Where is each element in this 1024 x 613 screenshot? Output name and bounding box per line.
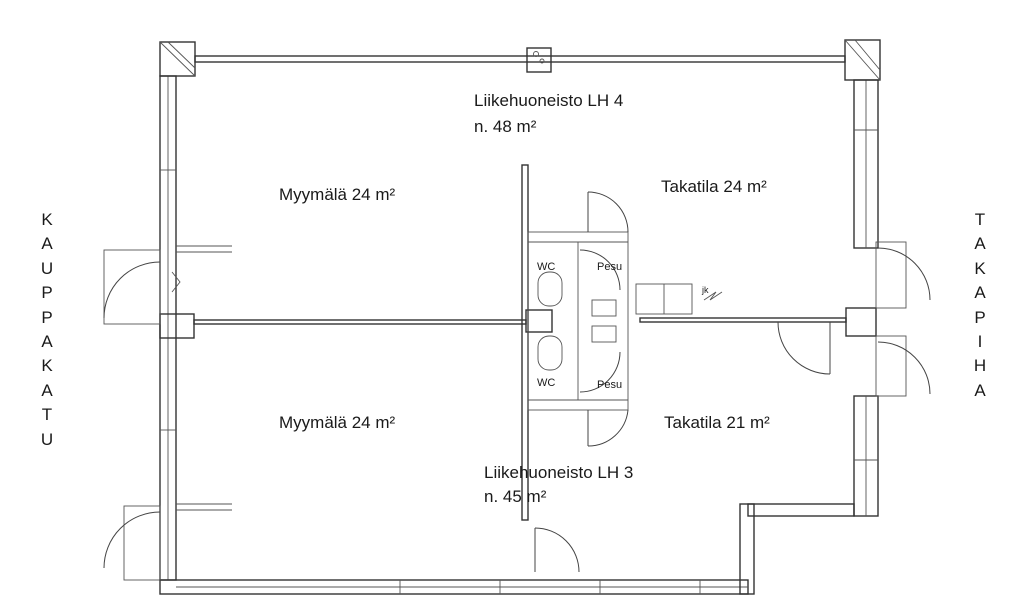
corner-columns — [159, 39, 881, 339]
lh4-name: Liikehuoneisto LH 4 — [474, 91, 623, 110]
lh4-area: n. 48 m² — [474, 117, 537, 136]
jk-label: jk — [701, 285, 709, 295]
outer-walls — [159, 55, 879, 595]
shop-lower-label: Myymälä 24 m² — [279, 413, 396, 432]
lh3-name: Liikehuoneisto LH 3 — [484, 463, 633, 482]
doors — [103, 191, 931, 581]
back-lower-label: Takatila 21 m² — [664, 413, 770, 432]
lh3-area: n. 45 m² — [484, 487, 547, 506]
wash-upper-label: Pesu — [597, 261, 622, 273]
shop-upper-label: Myymälä 24 m² — [279, 185, 396, 204]
windows — [160, 129, 878, 594]
wash-lower-label: Pesu — [597, 379, 622, 391]
left-street-label: K A U P P A K A T U — [40, 210, 54, 449]
interior-walls — [176, 164, 847, 521]
back-upper-label: Takatila 24 m² — [661, 177, 767, 196]
wc-lower-label: WC — [537, 377, 555, 389]
fixtures — [537, 271, 723, 371]
wc-upper-label: WC — [537, 261, 555, 273]
right-street-label: T A K A P I H A — [973, 210, 987, 400]
